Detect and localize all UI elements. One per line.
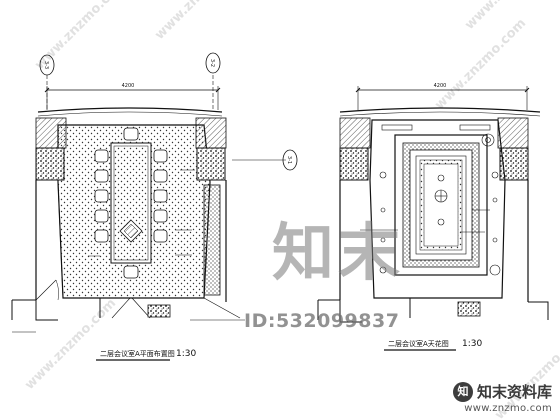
- right-ceiling-plan: 4200: [317, 83, 549, 323]
- left-dimension-label: 4200: [122, 83, 135, 89]
- section-marker-3-1: 3-1: [286, 156, 292, 164]
- svg-text:www.znzmo.com: www.znzmo.com: [432, 16, 529, 113]
- section-marker-3-3: 3-3: [43, 61, 49, 69]
- right-plan-title: 二层会议室A天花图: [388, 339, 449, 348]
- left-plan-scale: 1:30: [176, 349, 196, 359]
- right-dimension-label: 4200: [434, 83, 447, 89]
- left-plan-title: 二层会议室A平面布置图: [100, 349, 175, 358]
- svg-text:www.znzmo.com: www.znzmo.com: [152, 0, 249, 43]
- section-marker-3-2: 3-2: [209, 59, 215, 67]
- brand-url: www.znzmo.com: [464, 403, 552, 414]
- watermark-logo-text: 知末: [272, 216, 405, 289]
- svg-text:www.znzmo.com: www.znzmo.com: [22, 296, 119, 393]
- left-floor-plan: 4200 3-3 3-2 3-1: [11, 52, 298, 333]
- brand-name: 知末资料库: [476, 383, 552, 401]
- brand-logo-icon: 知: [452, 381, 473, 402]
- watermark-id: ID:532099837: [244, 310, 400, 332]
- brand-badge[interactable]: 知知末资料库 www.znzmo.com: [452, 381, 552, 414]
- right-plan-scale: 1:30: [462, 339, 482, 349]
